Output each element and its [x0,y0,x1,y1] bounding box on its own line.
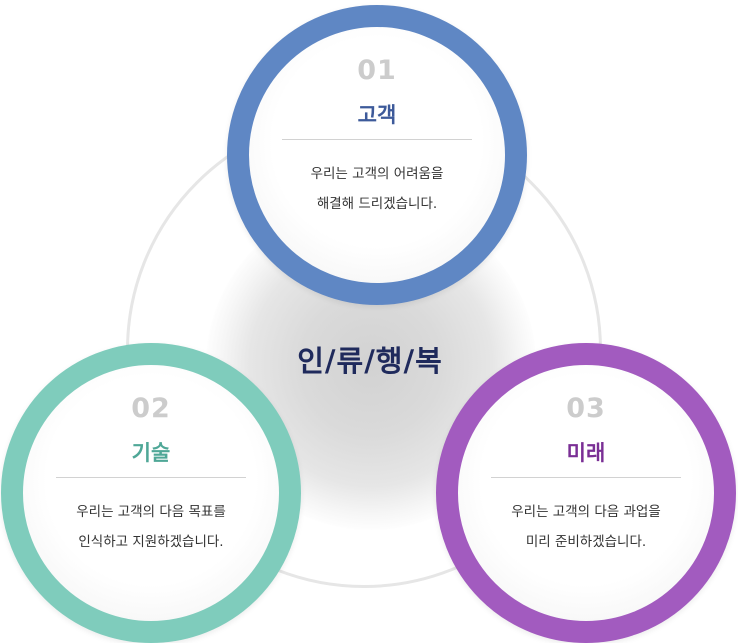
value-number: 03 [566,393,606,424]
value-description-line-1: 우리는 고객의 다음 과업을 [511,504,661,520]
center-title: 인/류/행/복 [297,344,443,378]
value-circle-future: 03 미래 우리는 고객의 다음 과업을 미리 준비하겠습니다. [436,343,736,643]
value-description-line-1: 우리는 고객의 어려움을 [310,166,444,182]
value-circle-technology: 02 기술 우리는 고객의 다음 목표를 인식하고 지원하겠습니다. [1,343,301,643]
value-name: 고객 [357,103,397,127]
value-description-line-2: 인식하고 지원하겠습니다. [78,534,224,550]
value-description-line-2: 미리 준비하겠습니다. [525,534,647,550]
value-divider [282,139,472,140]
value-number: 02 [131,393,171,424]
value-description-line-1: 우리는 고객의 다음 목표를 [76,504,226,520]
value-name: 기술 [131,441,171,465]
value-divider [491,477,681,478]
value-description-line-2: 해결해 드리겠습니다. [316,196,438,212]
value-number: 01 [357,55,397,86]
value-divider [56,477,246,478]
value-name: 미래 [566,441,606,465]
value-circle-customer: 01 고객 우리는 고객의 어려움을 해결해 드리겠습니다. [227,5,527,305]
